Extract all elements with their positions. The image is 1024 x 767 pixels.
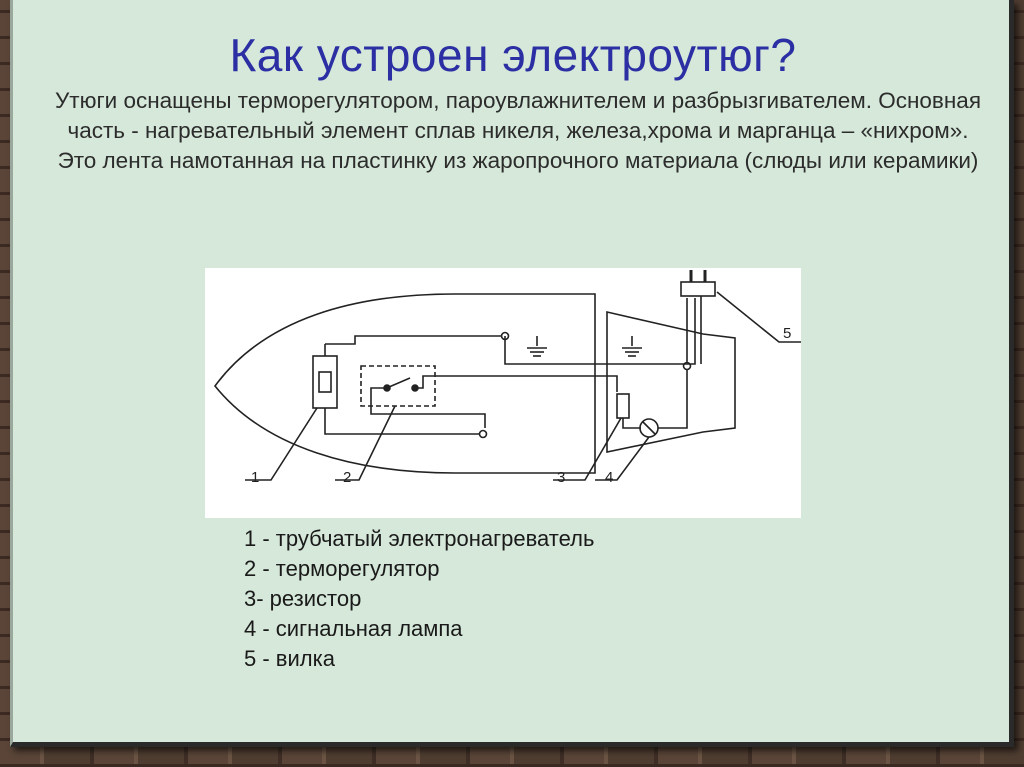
callout-1: 1 [251, 469, 259, 486]
legend-item: 3- резистор [244, 586, 362, 611]
legend-list: 1 - трубчатый электронагреватель 2 - тер… [244, 524, 594, 674]
thermostat-box [360, 365, 436, 407]
resistor [616, 393, 630, 419]
callout-3: 3 [557, 469, 565, 486]
slide: Как устроен электроутюг? Утюги оснащены … [10, 0, 1014, 747]
slide-title: Как устроен электроутюг? [229, 29, 797, 81]
heater-core [318, 371, 332, 393]
heater-element [312, 355, 338, 409]
legend-item: 5 - вилка [244, 646, 335, 671]
circuit-svg: 1 2 3 4 5 [213, 270, 801, 486]
callout-2: 2 [343, 469, 351, 486]
legend-item: 2 - терморегулятор [244, 556, 440, 581]
callout-5: 5 [783, 325, 791, 342]
legend-item: 4 - сигнальная лампа [244, 616, 463, 641]
slide-description: Утюги оснащены терморегулятором, пароувл… [54, 88, 981, 173]
iron-circuit-diagram: 1 2 3 4 5 [205, 268, 801, 518]
iron-handle-outline [606, 310, 736, 453]
callout-4: 4 [605, 469, 613, 486]
iron-body-outline [213, 293, 596, 474]
plug [680, 281, 716, 297]
legend-item: 1 - трубчатый электронагреватель [244, 526, 595, 551]
